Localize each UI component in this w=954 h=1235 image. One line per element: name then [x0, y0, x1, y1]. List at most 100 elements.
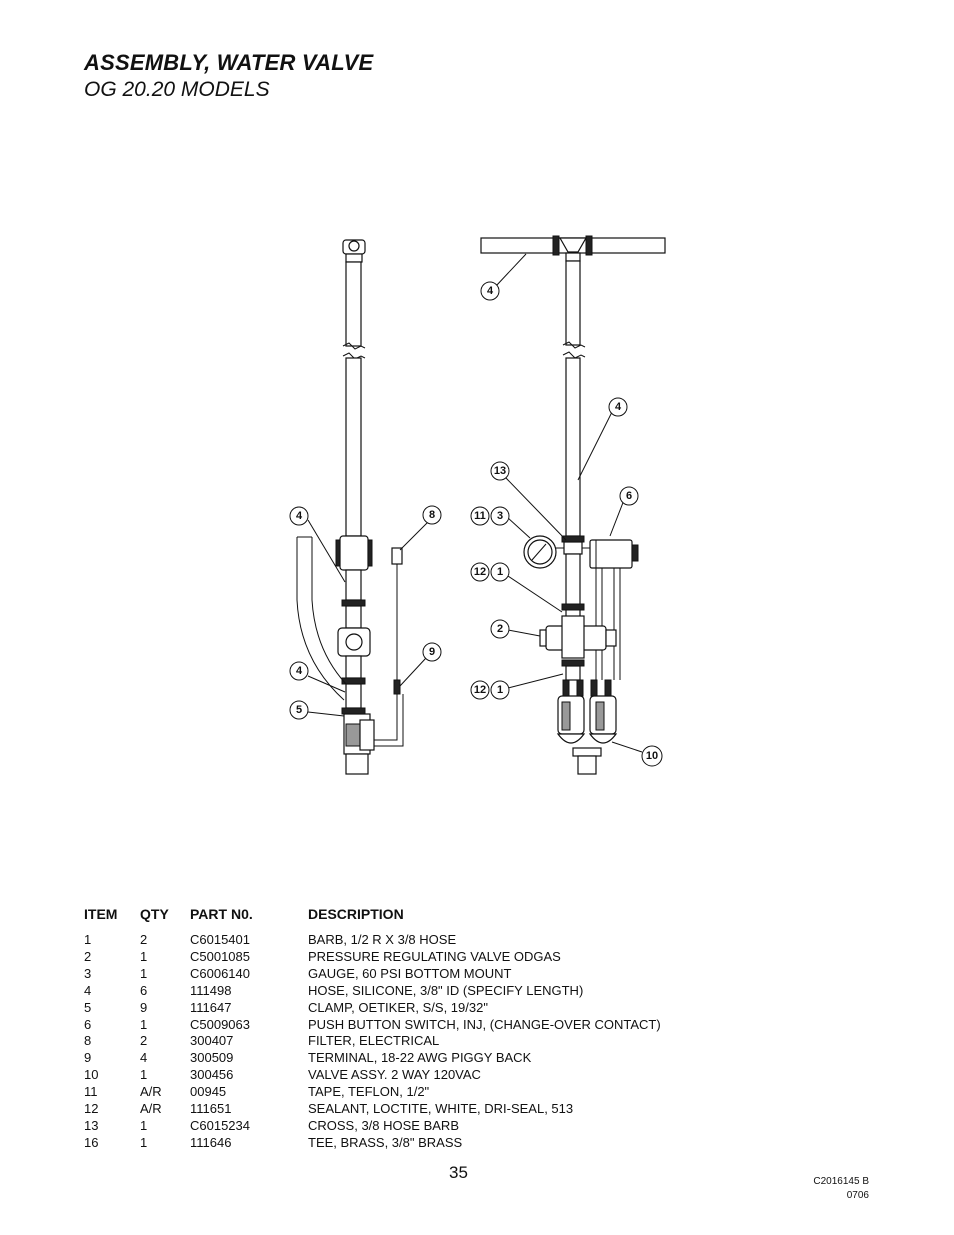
callout-left-5: 5: [289, 700, 309, 720]
cell-description: SEALANT, LOCTITE, WHITE, DRI-SEAL, 513: [308, 1101, 574, 1117]
callout-right-4a: 4: [480, 281, 500, 301]
right-assembly: [480, 235, 666, 775]
cell-item: 10: [84, 1067, 99, 1083]
cell-item: 5: [84, 999, 92, 1015]
callout-right-12b: 12: [470, 680, 490, 700]
header-item: ITEM: [84, 906, 118, 922]
table-row: 8 2 300407 FILTER, ELECTRICAL: [84, 1033, 728, 1050]
cell-description: VALVE ASSY. 2 WAY 120VAC: [308, 1067, 481, 1083]
cell-qty: A/R: [140, 1101, 162, 1117]
svg-text:1: 1: [497, 566, 503, 578]
cell-description: PUSH BUTTON SWITCH, INJ, (CHANGE-OVER CO…: [308, 1016, 661, 1032]
svg-text:11: 11: [474, 510, 486, 522]
svg-text:5: 5: [296, 704, 302, 716]
cell-item: 12: [84, 1101, 99, 1117]
svg-text:4: 4: [296, 665, 303, 677]
cell-description: CROSS, 3/8 HOSE BARB: [308, 1117, 459, 1133]
svg-text:3: 3: [497, 510, 503, 522]
table-row: 13 1 C6015234 CROSS, 3/8 HOSE BARB: [84, 1118, 728, 1135]
cell-item: 4: [84, 982, 92, 998]
svg-text:8: 8: [429, 509, 435, 521]
callout-right-3: 3: [490, 506, 510, 526]
cell-part-no: 111646: [190, 1134, 232, 1150]
cell-qty: 1: [140, 1134, 148, 1150]
left-assembly: [296, 239, 429, 775]
cell-description: TERMINAL, 18-22 AWG PIGGY BACK: [308, 1050, 532, 1066]
cell-part-no: C6006140: [190, 965, 250, 981]
cell-part-no: 300407: [190, 1033, 234, 1049]
cell-description: BARB, 1/2 R X 3/8 HOSE: [308, 932, 457, 947]
svg-text:4: 4: [487, 285, 494, 297]
svg-text:1: 1: [497, 684, 503, 696]
cell-item: 1: [84, 932, 92, 947]
svg-text:12: 12: [474, 684, 486, 696]
svg-text:12: 12: [474, 566, 486, 578]
table-row: 10 1 300456 VALVE ASSY. 2 WAY 120VAC: [84, 1067, 728, 1084]
svg-text:9: 9: [429, 646, 435, 658]
cell-description: CLAMP, OETIKER, S/S, 19/32": [308, 999, 488, 1015]
callout-right-11: 11: [470, 506, 490, 526]
cell-item: 13: [84, 1117, 99, 1133]
cell-item: 8: [84, 1033, 92, 1049]
cell-item: 9: [84, 1050, 92, 1066]
cell-item: 3: [84, 965, 92, 981]
header-description: DESCRIPTION: [308, 906, 404, 922]
callout-left-8: 8: [422, 505, 442, 525]
cell-part-no: 300456: [190, 1067, 234, 1083]
cell-qty: 1: [140, 1117, 148, 1133]
cell-item: 11: [84, 1084, 98, 1100]
callout-right-6: 6: [619, 486, 639, 506]
page-number: 35: [449, 1163, 468, 1182]
document-number-block: C2016145 B 0706: [813, 1175, 869, 1203]
cell-description: TEE, BRASS, 3/8" BRASS: [308, 1134, 463, 1150]
cell-qty: 6: [140, 982, 148, 998]
cell-qty: 9: [140, 999, 148, 1015]
table-row: 16 1 111646 TEE, BRASS, 3/8" BRASS: [84, 1135, 728, 1152]
table-row: 12 A/R 111651 SEALANT, LOCTITE, WHITE, DRI-…: [84, 1101, 728, 1118]
header-part-no: PART N0.: [190, 906, 253, 922]
cell-item: 6: [84, 1016, 92, 1032]
callout-right-1b: 1: [490, 680, 510, 700]
cell-qty: 4: [140, 1050, 148, 1066]
cell-description: HOSE, SILICONE, 3/8" ID (SPECIFY LENGTH): [308, 982, 584, 998]
cell-qty: 2: [140, 932, 148, 947]
callout-right-10: 10: [641, 745, 663, 767]
cell-qty: 1: [140, 1067, 148, 1083]
assembly-diagram: 4 8 4 9 5 4 4 13 6 11 3 12 1 2 12 1 10: [289, 235, 666, 775]
cell-part-no: 111651: [190, 1101, 232, 1117]
callout-left-4b: 4: [289, 661, 309, 681]
callout-right-1a: 1: [490, 562, 510, 582]
table-row: 3 1 C6006140 GAUGE, 60 PSI BOTTOM MOUNT: [84, 966, 728, 983]
callout-right-2: 2: [490, 619, 510, 639]
table-row: 1 2 C6015401 BARB, 1/2 R X 3/8 HOSE: [84, 932, 728, 949]
cell-part-no: 00945: [190, 1084, 227, 1100]
cell-qty: 2: [140, 1033, 148, 1049]
cell-part-no: C6015401: [190, 932, 250, 947]
cell-qty: A/R: [140, 1084, 162, 1100]
cell-qty: 1: [140, 965, 148, 981]
svg-text:4: 4: [615, 401, 622, 413]
cell-part-no: C5009063: [190, 1016, 250, 1032]
svg-text:13: 13: [494, 465, 506, 477]
cell-item: 2: [84, 948, 92, 964]
callout-left-9: 9: [422, 642, 442, 662]
svg-text:4: 4: [296, 510, 303, 522]
cell-qty: 1: [140, 948, 148, 964]
callout-right-12a: 12: [470, 562, 490, 582]
cell-description: GAUGE, 60 PSI BOTTOM MOUNT: [308, 965, 512, 981]
cell-item: 16: [84, 1134, 99, 1150]
parts-table-header: ITEM QTY PART N0. DESCRIPTION: [84, 906, 728, 932]
cell-description: FILTER, ELECTRICAL: [308, 1033, 440, 1049]
callout-left-4a: 4: [289, 506, 309, 526]
cell-part-no: C6015234: [190, 1117, 250, 1133]
document-date: 0706: [846, 1190, 869, 1201]
cell-description: PRESSURE REGULATING VALVE ODGAS: [308, 948, 561, 964]
callout-right-13: 13: [490, 461, 510, 481]
page-subtitle: OG 20.20 MODELS: [84, 78, 270, 101]
